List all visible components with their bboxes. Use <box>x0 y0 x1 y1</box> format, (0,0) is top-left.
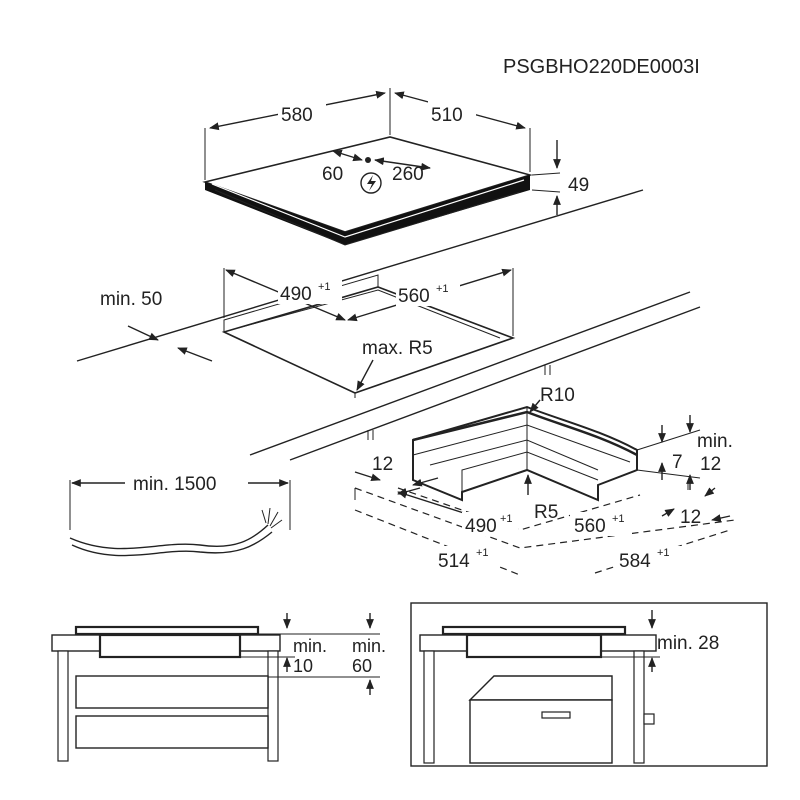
install-drawer-drawing: min. 10 min. 60 <box>51 613 386 762</box>
outer-width-584: 584 <box>619 551 651 572</box>
radius-r5: R5 <box>534 502 558 523</box>
cable-drawing: min. 1500 <box>69 474 291 557</box>
cable-pos-60: 60 <box>322 164 343 185</box>
hob-width-510: 510 <box>431 105 463 126</box>
cutout-width-560-tol: +1 <box>436 283 449 295</box>
cutout-width-560: 560 <box>398 286 430 307</box>
lightning-circle-icon <box>360 172 382 194</box>
min-edge-50: min. 50 <box>100 289 162 310</box>
inner-width-560: 560 <box>574 516 606 537</box>
frame-detail-drawing: R10 R5 12 min. 12 7 12 490 +1 <box>354 365 736 576</box>
inner-width-560-tol: +1 <box>612 513 625 525</box>
frame-min-12: 12 <box>700 454 721 475</box>
outer-width-514-tol: +1 <box>476 547 489 559</box>
oven-min-28: min. 28 <box>657 633 719 654</box>
outer-width-514: 514 <box>438 551 470 572</box>
drawer-min-a-label: min. <box>293 636 327 656</box>
hob-edge <box>205 175 530 245</box>
install-oven-drawing: min. 28 <box>410 602 768 767</box>
hob-height-49: 49 <box>568 175 589 196</box>
worktop-cutout-drawing: 490 +1 560 +1 min. 50 max. R5 <box>76 189 701 461</box>
inner-width-490: 490 <box>465 516 497 537</box>
frame-right-12: 12 <box>680 507 701 528</box>
cutout-width-490: 490 <box>280 284 312 305</box>
cable-pos-260: 260 <box>392 164 424 185</box>
cutout-width-490-tol: +1 <box>318 281 331 293</box>
max-radius-r5: max. R5 <box>362 338 433 359</box>
drawer-min-b-label: min. <box>352 636 386 656</box>
radius-r10: R10 <box>540 385 575 406</box>
outer-width-584-tol: +1 <box>657 547 670 559</box>
frame-left-12: 12 <box>372 454 393 475</box>
frame-height-7: 7 <box>672 452 683 473</box>
hob-width-580: 580 <box>281 105 313 126</box>
drawer-min-b-value: 60 <box>352 656 372 676</box>
cable-min-length: min. 1500 <box>133 474 216 495</box>
document-code: PSGBHO220DE0003I <box>503 56 700 78</box>
drawer-min-a-value: 10 <box>293 656 313 676</box>
frame-min-label: min. <box>697 431 733 452</box>
inner-width-490-tol: +1 <box>500 513 513 525</box>
hob-drawing: 580 510 60 260 49 <box>202 88 589 246</box>
